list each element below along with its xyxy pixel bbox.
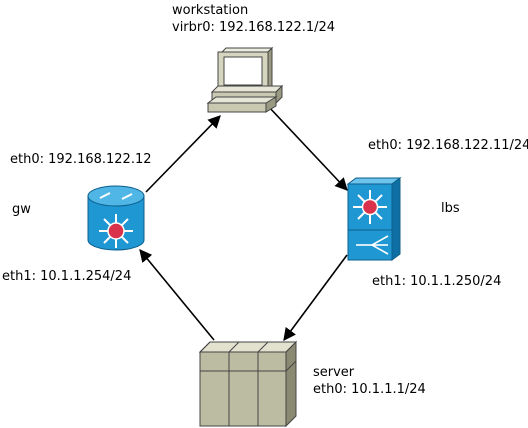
link-lbs-to-server <box>283 254 348 342</box>
workstation-computer-icon[interactable] <box>206 46 284 113</box>
workstation-detail-label: virbr0: 192.168.122.1/24 <box>172 20 335 35</box>
server-detail-label: eth0: 10.1.1.1/24 <box>313 382 426 397</box>
lbs-eth0-label: eth0: 192.168.122.11/24 <box>368 138 528 153</box>
gw-eth0-label: eth0: 192.168.122.12 <box>10 152 152 167</box>
server-name-label: server <box>313 365 355 380</box>
gw-name-label: gw <box>12 202 31 217</box>
server-rack-icon[interactable] <box>198 340 298 428</box>
gw-eth1-label: eth1: 10.1.1.254/24 <box>2 269 131 284</box>
link-gw-to-workstation <box>145 115 221 193</box>
layer3-switch-icon[interactable] <box>346 177 402 261</box>
links <box>139 105 348 342</box>
lbs-eth1-label: eth1: 10.1.1.250/24 <box>372 274 501 289</box>
router-icon[interactable] <box>87 185 145 251</box>
workstation-name-label: workstation <box>172 3 248 18</box>
link-server-to-gw <box>139 249 215 341</box>
link-workstation-to-lbs <box>267 105 348 191</box>
lbs-name-label: lbs <box>441 201 460 216</box>
